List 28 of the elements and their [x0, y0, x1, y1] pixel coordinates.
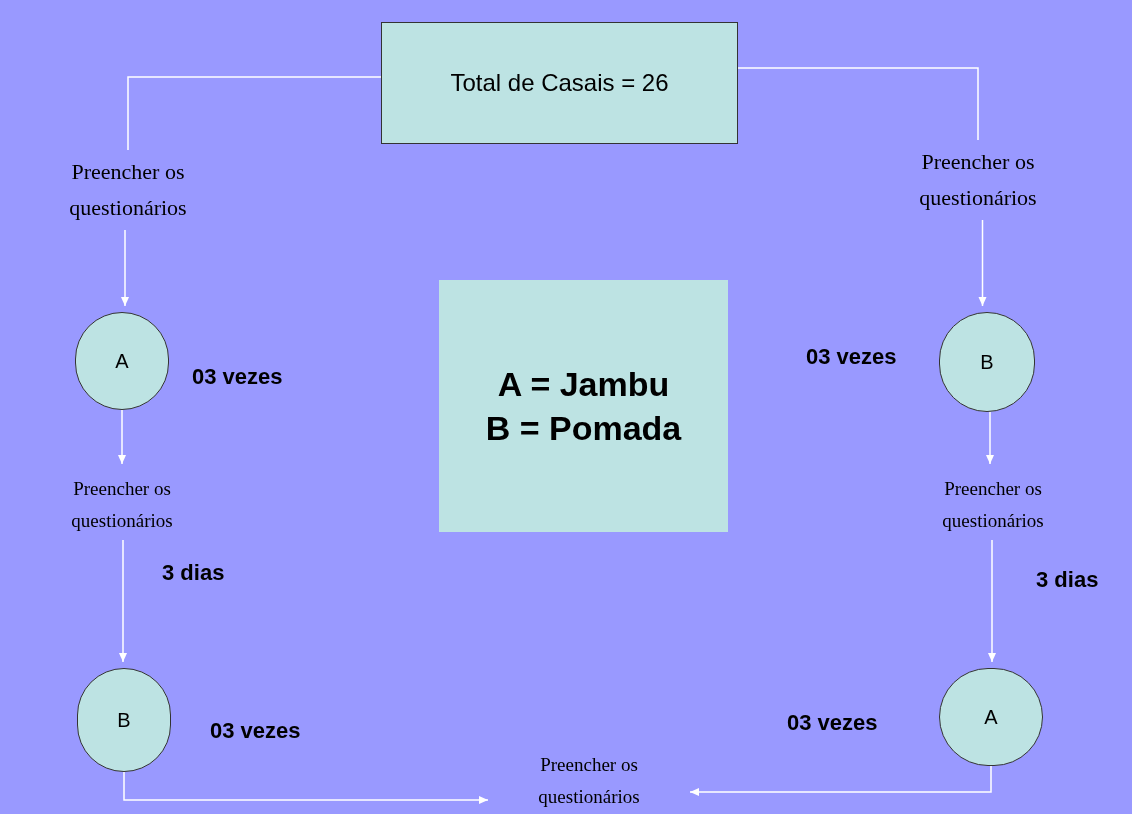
- connector-arrow: [118, 409, 126, 465]
- step-text: Preencher os questionários: [30, 470, 214, 540]
- node-label: B: [980, 350, 994, 375]
- connector-arrow: [121, 229, 129, 307]
- step-text: Preencher os questionários: [878, 140, 1078, 220]
- count-label: 03 vezes: [806, 343, 897, 371]
- count-label: 03 vezes: [787, 709, 878, 737]
- process-box: [381, 22, 738, 144]
- node-label: B = Pomada: [485, 408, 682, 449]
- step-text: Preencher os questionários: [900, 470, 1086, 540]
- edge-label: 3 dias: [1036, 566, 1099, 594]
- node-label: A: [115, 349, 129, 374]
- count-label: 03 vezes: [210, 717, 301, 745]
- node-label: A: [984, 705, 998, 730]
- node-label: Total de Casais = 26: [450, 68, 669, 98]
- connector-arrow: [986, 411, 994, 465]
- connector-arrow: [123, 771, 489, 804]
- connector-arrow: [978, 219, 987, 307]
- count-label: 03 vezes: [192, 363, 283, 391]
- connector-arrow: [689, 765, 992, 796]
- step-text: Preencher os questionários: [496, 748, 682, 814]
- edge-label: 3 dias: [162, 559, 225, 587]
- key-box: [439, 280, 728, 532]
- step-text: Preencher os questionários: [28, 150, 228, 230]
- connector-arrow: [988, 539, 996, 663]
- connector-arrow: [119, 539, 127, 663]
- node-label: B: [117, 708, 131, 733]
- node-label: A = Jambu: [497, 364, 670, 405]
